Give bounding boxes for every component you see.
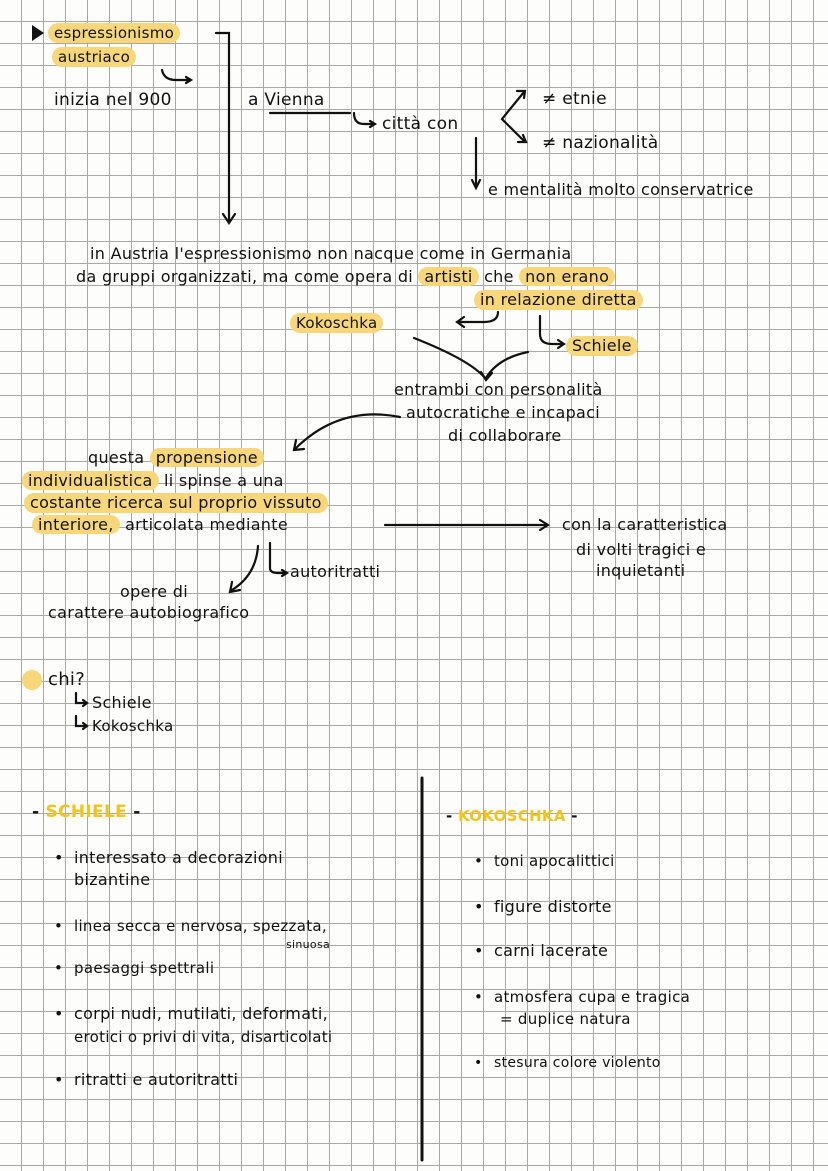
kokoschka-item-4: atmosfera cupa e tragica — [474, 987, 690, 1007]
austria-line-2-che: che — [484, 267, 514, 286]
prop-line-2: individualistica li spinse a una — [22, 471, 284, 491]
chi-question: chi? — [48, 669, 86, 690]
highlight-in-relazione-diretta: in relazione diretta — [474, 290, 643, 310]
highlight-individualistica: individualistica — [22, 471, 159, 490]
prop-line-1: questa propensione — [88, 448, 264, 468]
intro-start: inizia nel 900 — [54, 90, 172, 110]
yellow-dot-icon — [22, 670, 42, 690]
kokoschka-item-2: figure distorte — [474, 897, 612, 917]
right-line-2: di volti tragici e — [576, 540, 707, 559]
highlight-artisti: artisti — [418, 267, 479, 286]
prop-questa: questa — [88, 448, 145, 467]
schiele-item-4: corpi nudi, mutilati, deformati, — [54, 1004, 328, 1024]
opere-line-1: opere di — [120, 582, 188, 601]
both-line-3: di collaborare — [448, 426, 562, 445]
intro-branch-etnie: ≠ etnie — [542, 89, 607, 109]
prop-line-4: interiore, articolata mediante — [32, 515, 288, 535]
highlight-interiore: interiore, — [32, 515, 120, 534]
prop-articolata: articolata mediante — [125, 515, 288, 534]
kokoschka-item-4-cont: = duplice natura — [500, 1010, 631, 1028]
title-line-2: austriaco — [52, 47, 137, 67]
kokoschka-heading: - KOKOSCHKA - — [446, 807, 578, 825]
artist-kokoschka: Kokoschka — [290, 313, 384, 333]
intro-branch-mentalita: e mentalità molto conservatrice — [488, 180, 754, 199]
prop-li-spinse: li spinse a una — [163, 471, 284, 490]
schiele-item-4-cont: erotici o privi di vita, disarticolati — [74, 1028, 333, 1046]
schiele-item-3: paesaggi spettrali — [54, 958, 214, 978]
branch-autoritratti: autoritratti — [290, 562, 381, 581]
both-line-1: entrambi con personalità — [394, 380, 603, 399]
schiele-heading: - SCHIELE - — [32, 802, 141, 822]
intro-branch-nazionalita: ≠ nazionalità — [542, 133, 659, 153]
highlight-costante-ricerca: costante ricerca sul proprio vissuto — [24, 493, 328, 513]
highlight-propensione: propensione — [149, 448, 264, 467]
title-line-1: espressionismo — [48, 23, 181, 43]
kokoschka-item-3: carni lacerate — [474, 941, 608, 961]
right-line-3: inquietanti — [596, 561, 686, 580]
schiele-item-2: linea secca e nervosa, spezzata, — [54, 916, 327, 936]
kokoschka-title: KOKOSCHKA — [458, 807, 566, 825]
intro-place: a Vienna — [248, 90, 325, 110]
bullet-triangle-icon — [32, 25, 44, 41]
artist-schiele: Schiele — [566, 336, 638, 356]
schiele-item-1: interessato a decorazioni — [54, 848, 283, 868]
opere-line-2: carattere autobiografico — [48, 603, 250, 622]
chi-answer-schiele: Schiele — [92, 693, 152, 712]
austria-line-2: da gruppi organizzati, ma come opera di … — [76, 267, 616, 287]
kokoschka-item-1: toni apocalittici — [474, 851, 615, 871]
highlight-non-erano: non erano — [519, 267, 616, 286]
kokoschka-item-5: stesura colore violento — [474, 1053, 661, 1073]
schiele-item-1-cont: bizantine — [74, 870, 151, 889]
austria-line-1: in Austria l'espressionismo non nacque c… — [90, 244, 572, 263]
schiele-item-5: ritratti e autoritratti — [54, 1070, 238, 1090]
right-line-1: con la caratteristica — [562, 515, 728, 534]
intro-city-with: città con — [382, 114, 459, 134]
both-line-2: autocratiche e incapaci — [406, 403, 600, 422]
austria-line-2-text: da gruppi organizzati, ma come opera di — [76, 267, 414, 286]
schiele-title: SCHIELE — [45, 802, 128, 822]
chi-answer-kokoschka: Kokoschka — [92, 717, 174, 735]
schiele-item-2-note: sinuosa — [286, 938, 331, 951]
